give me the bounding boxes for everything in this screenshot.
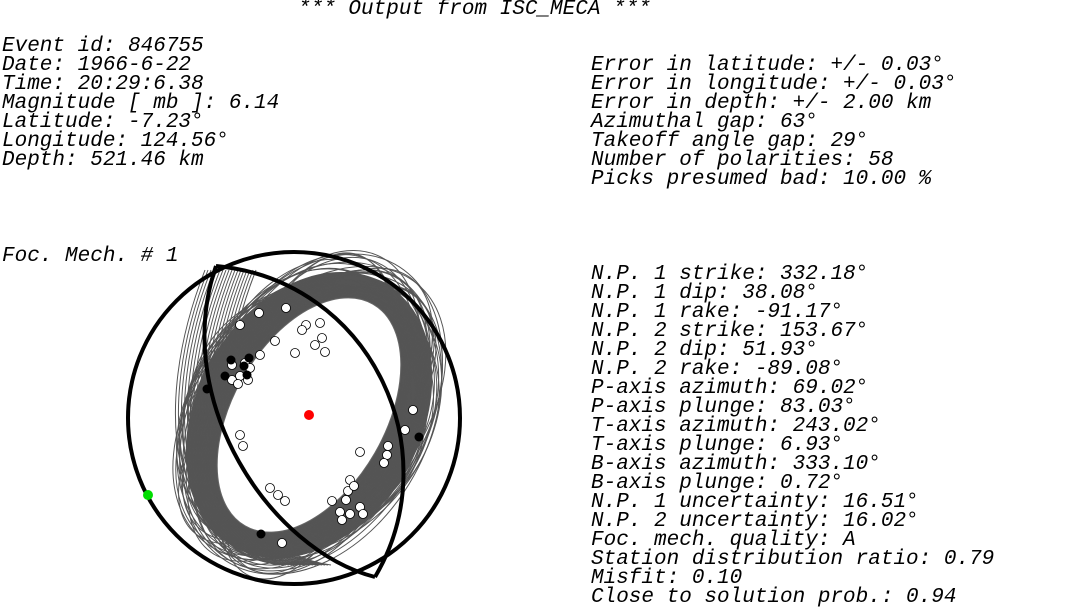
picks-presumed-bad: Picks presumed bad: 10.00 %	[591, 168, 932, 191]
station-distribution-ratio: Station distribution ratio: 0.79	[591, 548, 995, 571]
np2-strike: N.P. 2 strike: 153.67°	[591, 320, 869, 343]
dilatational-station	[277, 538, 287, 548]
dilatational-station	[233, 379, 243, 389]
dilatational-station	[400, 425, 410, 435]
misfit: Misfit: 0.10	[591, 567, 743, 590]
dilatational-station	[238, 441, 248, 451]
compressional-station	[242, 370, 252, 380]
event-latitude: Latitude: -7.23°	[2, 111, 204, 134]
dilatational-station	[383, 441, 393, 451]
np1-uncertainty: N.P. 1 uncertainty: 16.51°	[591, 491, 919, 514]
dilatational-station	[335, 507, 345, 517]
t-axis-marker	[143, 490, 153, 500]
dilatational-station	[337, 515, 347, 525]
error-latitude: Error in latitude: +/- 0.03°	[591, 54, 944, 77]
t-axis-plunge: T-axis plunge: 6.93°	[591, 434, 844, 457]
error-depth: Error in depth: +/- 2.00 km	[591, 92, 932, 115]
dilatational-station	[355, 447, 365, 457]
dilatational-station	[273, 490, 283, 500]
event-longitude: Longitude: 124.56°	[2, 130, 229, 153]
uncertainty-curve	[208, 269, 314, 566]
event-info: Event id: 846755 Date: 1966-6-22 Time: 2…	[2, 35, 280, 172]
np2-uncertainty: N.P. 2 uncertainty: 16.02°	[591, 510, 919, 533]
page-title: *** Output from ISC_MECA ***	[298, 0, 651, 21]
dilatational-station	[320, 347, 330, 357]
uncertainty-curve	[199, 269, 305, 566]
t-axis-azimuth: T-axis azimuth: 243.02°	[591, 415, 881, 438]
takeoff-angle-gap: Takeoff angle gap: 29°	[591, 130, 869, 153]
uncertainty-curve	[187, 269, 293, 566]
event-time: Time: 20:29:6.38	[2, 73, 204, 96]
dilatational-station	[317, 333, 327, 343]
dilatational-station	[235, 320, 245, 330]
focal-mechanism-label: Foc. Mech. # 1	[2, 245, 179, 268]
compressional-station	[220, 371, 230, 381]
event-magnitude: Magnitude [ mb ]: 6.14	[2, 92, 280, 115]
number-of-polarities: Number of polarities: 58	[591, 149, 894, 172]
dilatational-station	[270, 336, 280, 346]
dilatational-station	[341, 495, 351, 505]
event-depth: Depth: 521.46 km	[2, 149, 204, 172]
uncertainty-curve	[205, 269, 311, 566]
mechanism-info: N.P. 1 strike: 332.18° N.P. 1 dip: 38.08…	[591, 263, 995, 609]
event-date: Date: 1966-6-22	[2, 54, 192, 77]
focal-mechanism-beachball	[126, 250, 462, 586]
p-axis-marker	[304, 410, 314, 420]
uncertainty-curve	[190, 269, 296, 566]
dilatational-station	[281, 303, 291, 313]
dilatational-station	[345, 509, 355, 519]
np2-rake: N.P. 2 rake: -89.08°	[591, 358, 844, 381]
close-to-solution-prob: Close to solution prob.: 0.94	[591, 586, 957, 609]
dilatational-station	[265, 483, 275, 493]
focal-sphere-outline	[126, 250, 462, 586]
focal-mechanism-quality: Foc. mech. quality: A	[591, 529, 856, 552]
uncertainty-curve	[175, 269, 281, 566]
azimuthal-gap: Azimuthal gap: 63°	[591, 111, 818, 134]
np1-strike: N.P. 1 strike: 332.18°	[591, 263, 869, 286]
uncertainty-curve	[178, 269, 284, 566]
dilatational-station	[290, 348, 300, 358]
b-axis-plunge: B-axis plunge: 0.72°	[591, 472, 844, 495]
compressional-station	[414, 432, 424, 442]
dilatational-station	[280, 496, 290, 506]
dilatational-station	[310, 340, 320, 350]
uncertainty-curve	[214, 290, 411, 535]
dilatational-station	[408, 405, 418, 415]
dilatational-station	[254, 308, 264, 318]
np1-rake: N.P. 1 rake: -91.17°	[591, 301, 844, 324]
nodal-plane-2	[215, 264, 406, 579]
uncertainty-curve	[185, 283, 437, 540]
error-longitude: Error in longitude: +/- 0.03°	[591, 73, 957, 96]
dilatational-station	[235, 430, 245, 440]
error-info: Error in latitude: +/- 0.03° Error in lo…	[591, 54, 957, 191]
uncertainty-curve	[182, 282, 440, 541]
compressional-station	[256, 529, 266, 539]
dilatational-station	[327, 496, 337, 506]
uncertainty-curve	[202, 269, 308, 566]
dilatational-station	[358, 509, 368, 519]
uncertainty-curve	[196, 269, 302, 566]
uncertainty-curve	[188, 290, 427, 543]
compressional-station	[244, 353, 254, 363]
dilatational-station	[315, 318, 325, 328]
dilatational-station	[349, 481, 359, 491]
dilatational-station	[379, 458, 389, 468]
dilatational-station	[297, 325, 307, 335]
uncertainty-curve	[192, 250, 422, 570]
station-polarities	[202, 303, 424, 548]
uncertainty-curve	[184, 269, 290, 566]
p-axis-plunge: P-axis plunge: 83.03°	[591, 396, 856, 419]
uncertainty-curve	[181, 269, 287, 566]
nodal-plane-1	[202, 265, 376, 579]
event-id: Event id: 846755	[2, 35, 204, 58]
compressional-station	[226, 355, 236, 365]
dilatational-station	[255, 350, 265, 360]
compressional-station	[239, 361, 249, 371]
np1-dip: N.P. 1 dip: 38.08°	[591, 282, 818, 305]
np2-dip: N.P. 2 dip: 51.93°	[591, 339, 818, 362]
p-axis-azimuth: P-axis azimuth: 69.02°	[591, 377, 869, 400]
b-axis-azimuth: B-axis azimuth: 333.10°	[591, 453, 881, 476]
